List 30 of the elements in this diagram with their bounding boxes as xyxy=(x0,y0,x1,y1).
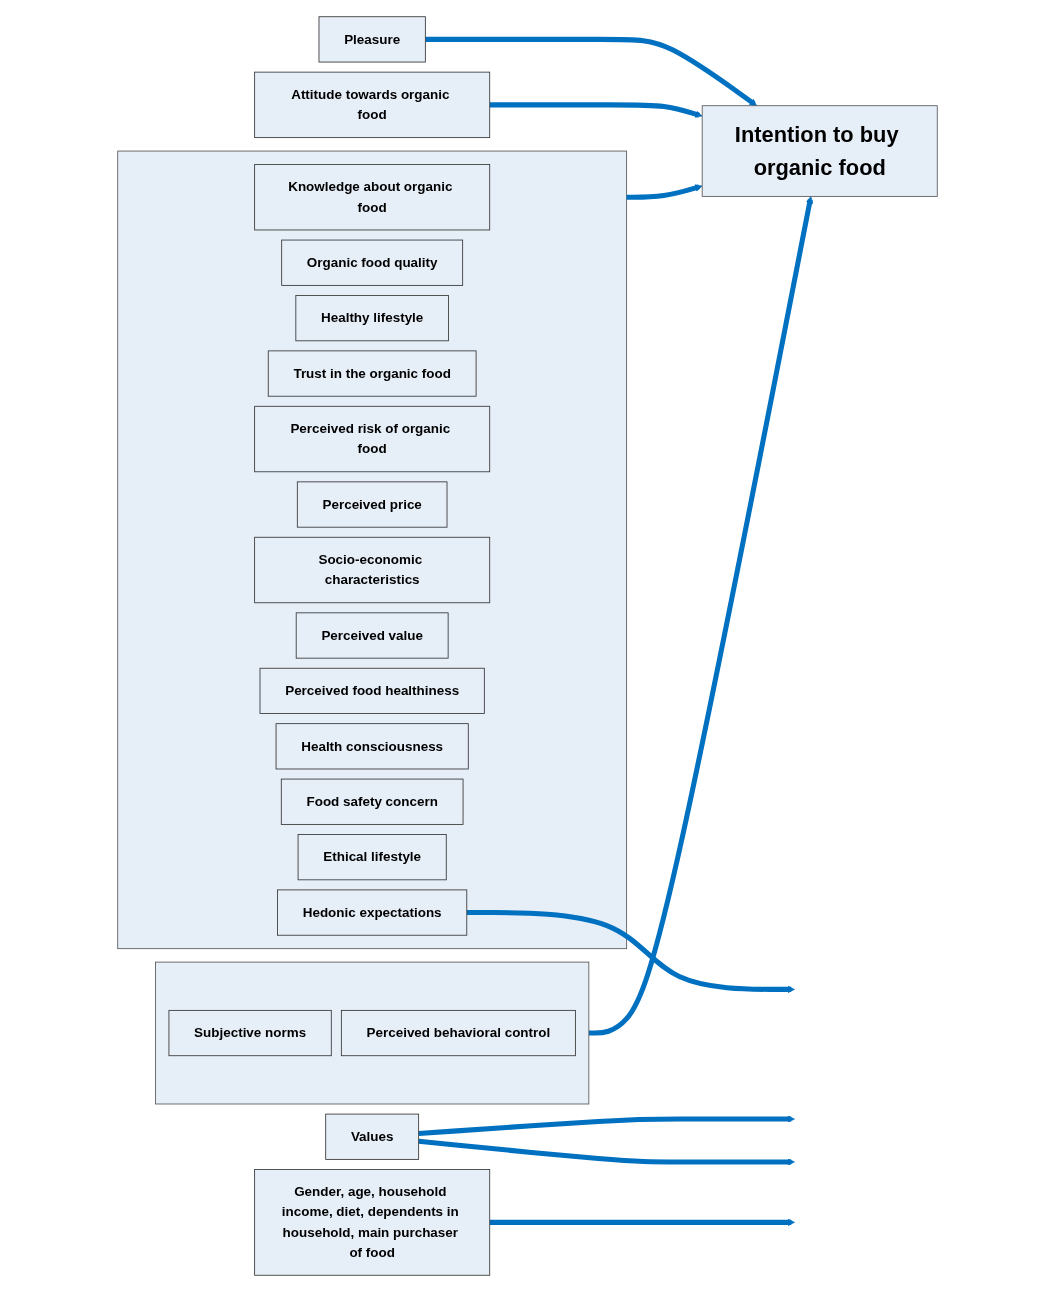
node-box: Knowledge about organic food xyxy=(253,164,490,231)
node-box: Perceived risk of organic food xyxy=(253,405,490,473)
arrow xyxy=(466,910,795,994)
node-box: Subjective norms xyxy=(168,1009,332,1057)
node-box: Intention to buy organic food xyxy=(701,105,938,197)
arrow xyxy=(588,196,813,1036)
arrow xyxy=(489,102,702,118)
arrow xyxy=(626,184,702,200)
cluster xyxy=(154,961,589,1105)
node-box: Organic food quality xyxy=(280,239,463,286)
node-box: Perceived behavioral control xyxy=(340,1009,576,1057)
arrow xyxy=(417,1115,795,1137)
node-box: Values xyxy=(324,1113,419,1160)
node-box: Pleasure xyxy=(318,16,426,63)
node-box: Perceived food healthiness xyxy=(259,667,485,714)
node-box: Gender, age, household income, diet, dependents in household, main purchaser of food xyxy=(253,1169,490,1276)
node-box: Perceived value xyxy=(295,612,449,659)
node-box: Healthy lifestyle xyxy=(294,295,449,342)
node-box: Attitude towards organic food xyxy=(253,71,490,139)
cluster xyxy=(116,150,627,950)
arrow xyxy=(424,36,757,107)
node-box: Hedonic expectations xyxy=(276,889,467,936)
arrow xyxy=(489,1218,795,1227)
node-box: Trust in the organic food xyxy=(267,350,476,397)
node-box: Ethical lifestyle xyxy=(297,834,447,881)
node-box: Perceived price xyxy=(296,481,447,528)
node-box: Food safety concern xyxy=(280,778,463,825)
node-box: Health consciousness xyxy=(275,723,469,770)
arrow xyxy=(417,1138,795,1166)
node-box: Socio-economic characteristics xyxy=(253,536,490,604)
